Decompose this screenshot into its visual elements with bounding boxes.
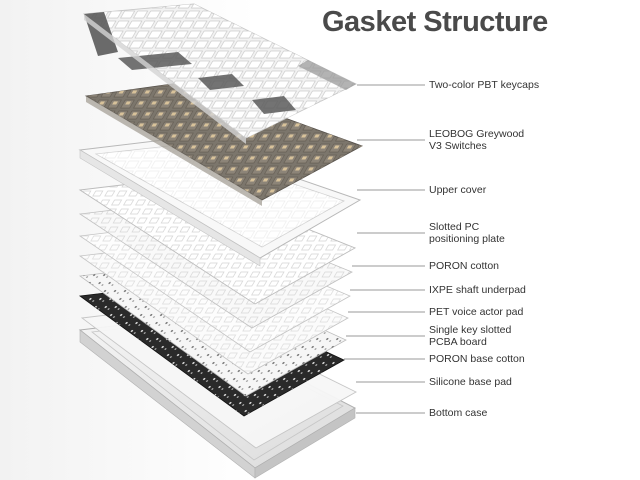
- label-silicone: Silicone base pad: [429, 376, 512, 388]
- label-line: LEOBOG Greywood: [429, 128, 525, 140]
- diagram-title: Gasket Structure: [322, 6, 548, 38]
- leader-lines: [344, 84, 425, 414]
- layer-keycaps: [82, 3, 358, 144]
- label-line: Single key slotted: [429, 324, 512, 336]
- label-upper-cover: Upper cover: [429, 184, 486, 196]
- label-line: Upper cover: [429, 184, 487, 196]
- label-line: IXPE shaft underpad: [429, 284, 526, 296]
- label-poron-base: PORON base cotton: [429, 353, 525, 365]
- label-line: positioning plate: [429, 233, 505, 245]
- layer-switches: [84, 81, 363, 206]
- label-line: Bottom case: [429, 407, 488, 419]
- label-line: PET voice actor pad: [429, 306, 524, 318]
- label-line: PORON cotton: [429, 260, 500, 272]
- label-line: PORON base cotton: [429, 353, 525, 365]
- label-bottom-case: Bottom case: [429, 407, 487, 419]
- label-switches: LEOBOG Greywood V3 Switches: [429, 128, 524, 152]
- label-line: Two-color PBT keycaps: [429, 79, 540, 91]
- label-line: Slotted PC: [429, 221, 480, 233]
- label-line: PCBA board: [429, 336, 487, 348]
- label-pet: PET voice actor pad: [429, 306, 523, 318]
- label-line: Silicone base pad: [429, 376, 512, 388]
- label-poron: PORON cotton: [429, 260, 499, 272]
- label-line: V3 Switches: [429, 140, 487, 152]
- layer-upper-cover: [78, 137, 362, 267]
- label-keycaps: Two-color PBT keycaps: [429, 79, 539, 91]
- label-pcba: Single key slotted PCBA board: [429, 324, 511, 348]
- label-ixpe: IXPE shaft underpad: [429, 284, 526, 296]
- label-plate: Slotted PC positioning plate: [429, 221, 505, 245]
